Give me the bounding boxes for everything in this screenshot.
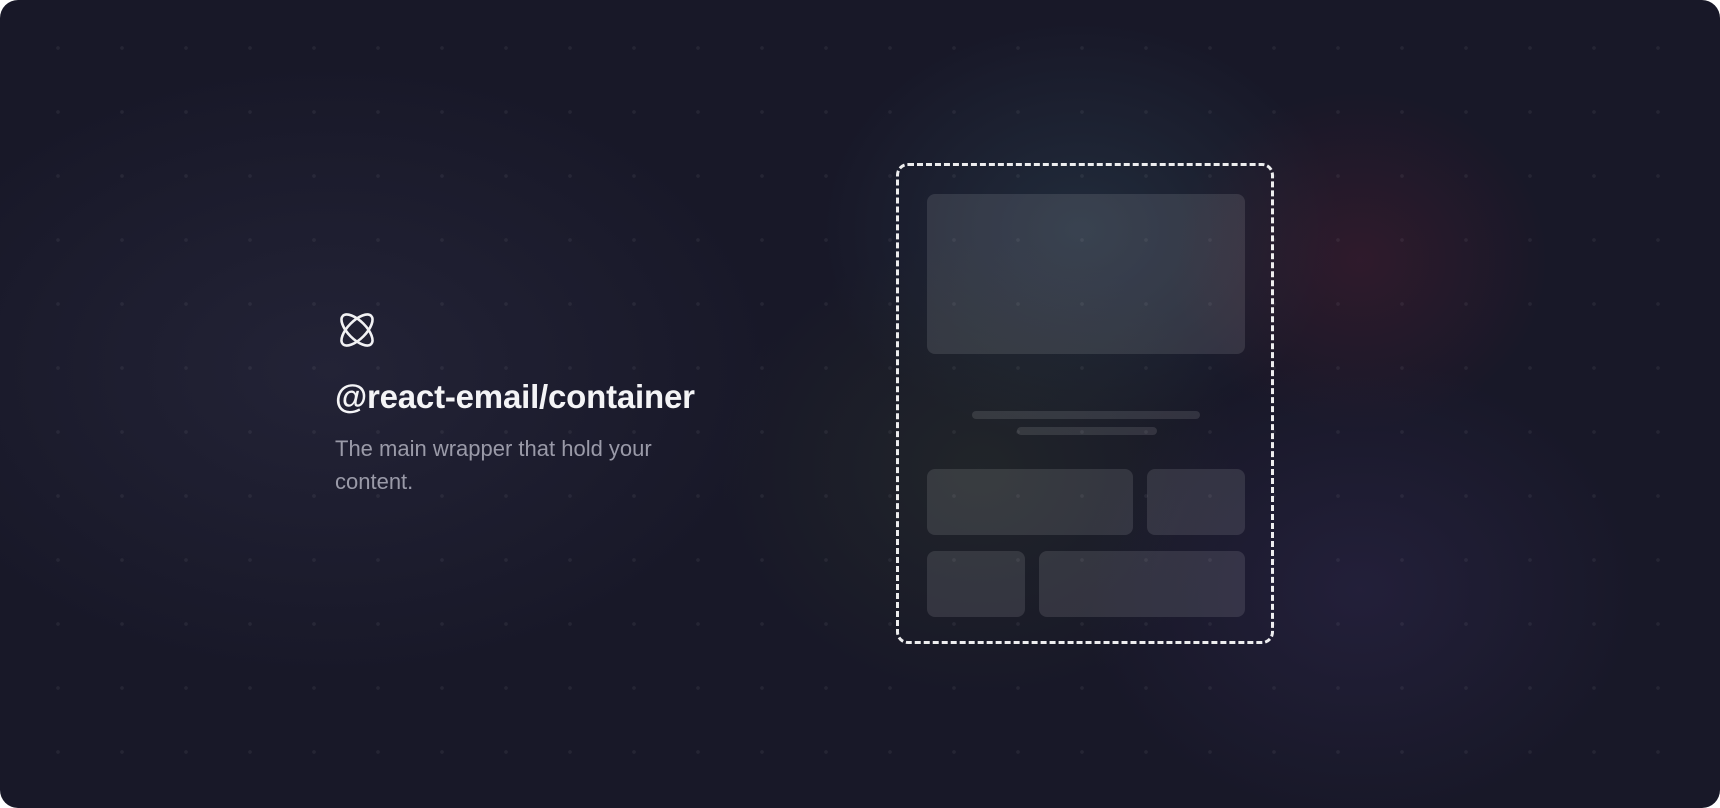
placeholder-content-block (1147, 469, 1245, 535)
description-text: The main wrapper that hold your content. (335, 436, 652, 494)
placeholder-content-block (927, 551, 1025, 617)
atom-icon (335, 308, 379, 352)
placeholder-content-block (927, 469, 1133, 535)
placeholder-hero-image (927, 194, 1245, 354)
container-illustration (896, 163, 1274, 644)
placeholder-content-block (1039, 551, 1245, 617)
placeholder-text-line (972, 411, 1200, 419)
placeholder-text-line (1017, 427, 1157, 435)
page-title: @react-email/container (335, 378, 695, 415)
